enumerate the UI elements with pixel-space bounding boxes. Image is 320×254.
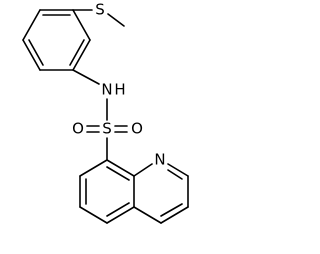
bond	[72, 39, 91, 71]
bond-thioether-to-methyl	[107, 13, 125, 27]
bond	[79, 159, 108, 177]
double-bond-inner	[106, 202, 130, 217]
atom-label-oxygen-right: O	[131, 120, 143, 138]
atom-label-oxygen-left: O	[72, 120, 84, 138]
phenyl-ring	[22, 9, 91, 71]
atom-label-sulfur-sulfonyl: S	[102, 120, 112, 138]
quinoline-benzo-ring	[79, 159, 135, 224]
bond	[72, 9, 91, 41]
bond	[133, 206, 162, 224]
bond-ring-to-nitrogen	[72, 69, 100, 85]
atom-label-nitrogen-ring: N	[154, 151, 165, 169]
bond	[106, 159, 135, 177]
bond	[22, 39, 41, 71]
bond	[22, 9, 41, 41]
molecule-structure: S N H S O O N	[22, 1, 189, 224]
bond	[167, 163, 189, 177]
atom-label-hydrogen-amide: H	[114, 81, 125, 99]
quinoline-pyridine-ring	[133, 163, 189, 224]
bond	[106, 206, 135, 224]
double-bond-inner	[160, 203, 183, 217]
atom-label-nitrogen-amide: N	[101, 81, 112, 99]
double-bond-inner	[167, 169, 183, 180]
double-bond-inner	[106, 166, 130, 181]
bond	[160, 206, 189, 224]
double-bond-inner	[69, 39, 85, 66]
atom-label-sulfur-thioether: S	[95, 1, 105, 19]
bond	[133, 163, 153, 177]
double-bond-inner	[28, 39, 44, 66]
bond	[79, 206, 108, 224]
